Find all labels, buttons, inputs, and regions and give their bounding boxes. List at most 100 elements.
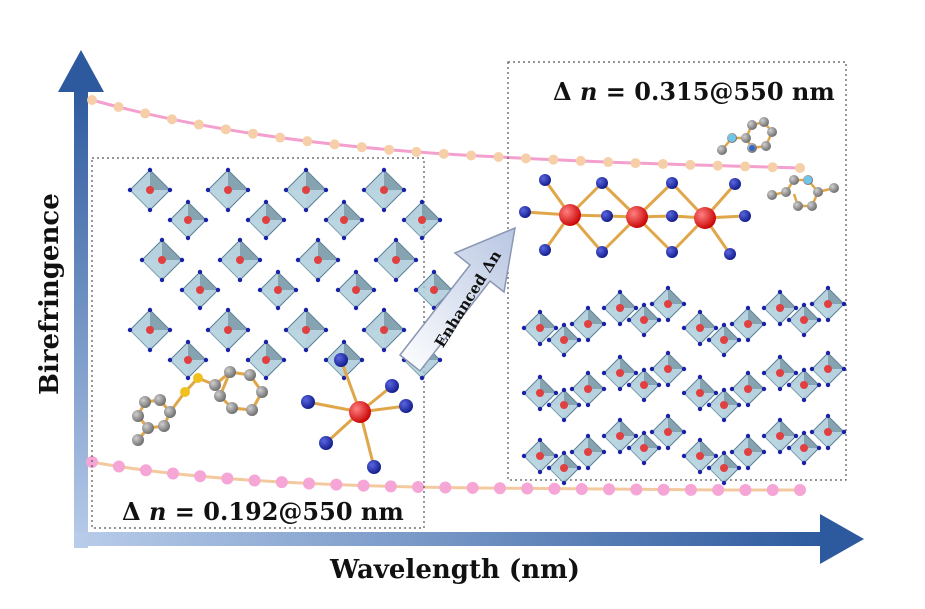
octahedron-unit <box>139 237 185 283</box>
octahedron-unit <box>761 354 799 392</box>
curve-dot <box>275 476 288 489</box>
octahedron-unit <box>245 339 287 381</box>
y-axis-label: Birefringence <box>35 193 65 395</box>
curve-dot <box>712 483 725 496</box>
curve-dot <box>303 477 316 490</box>
curve-dot <box>356 142 367 153</box>
curve-dot <box>87 95 97 105</box>
right-organic-molecules <box>717 117 839 211</box>
curve-dot <box>767 162 778 173</box>
curve-dot <box>438 148 449 159</box>
octahedron-unit <box>283 307 329 353</box>
octahedron-unit <box>786 367 822 403</box>
curve-dot <box>247 128 258 139</box>
octahedron-unit <box>401 199 443 241</box>
right-layered-framework <box>521 285 847 486</box>
birefringence-value-right: Δ n = 0.315@550 nm <box>553 77 835 106</box>
curve-dot <box>357 479 370 492</box>
octahedron-unit <box>546 450 582 486</box>
octahedron-unit <box>546 387 582 423</box>
curve-dot <box>712 160 723 171</box>
octahedron-unit <box>626 302 662 338</box>
octahedron-unit <box>521 437 559 475</box>
n-variable: n <box>148 497 167 526</box>
octahedron-unit <box>569 370 607 408</box>
value-text: = 0.315@550 nm <box>605 77 835 106</box>
octahedron-unit <box>601 417 639 455</box>
curve-dot <box>575 483 588 496</box>
curve-dot <box>166 114 177 125</box>
curve-dot <box>575 155 586 166</box>
octahedron-unit <box>127 307 173 353</box>
curve-dot <box>411 146 422 157</box>
octahedron-unit <box>373 237 419 283</box>
curve-dot <box>795 163 805 173</box>
left-metal-octahedron <box>301 353 413 474</box>
curve-dot <box>740 161 751 172</box>
curve-dot <box>520 153 531 164</box>
octahedron-unit <box>569 305 607 343</box>
curve-dot <box>466 150 477 161</box>
curve-dot <box>630 483 643 496</box>
curve-dot <box>194 470 207 483</box>
octahedron-unit <box>729 433 767 471</box>
curve-dot <box>384 144 395 155</box>
octahedron-unit <box>335 269 377 311</box>
birefringence-value-left: Δ n = 0.192@550 nm <box>122 497 404 526</box>
octahedron-unit <box>729 370 767 408</box>
curve-dot <box>329 139 340 150</box>
curve-dot <box>112 460 125 473</box>
octahedron-unit <box>546 322 582 358</box>
octahedron-unit <box>601 354 639 392</box>
right-structure-panel <box>507 61 847 481</box>
curve-dot <box>140 108 151 119</box>
curve-dot <box>412 481 425 494</box>
curve-dot <box>248 474 261 487</box>
octahedron-unit <box>127 167 173 213</box>
curve-dot <box>439 481 452 494</box>
octahedron-unit <box>706 450 742 486</box>
curve-dot <box>548 482 561 495</box>
curve-dot <box>766 483 779 496</box>
x-axis-label: Wavelength (nm) <box>330 555 580 585</box>
octahedron-unit <box>729 305 767 343</box>
curve-dot <box>794 484 806 496</box>
octahedron-unit <box>569 433 607 471</box>
curve-dot <box>630 158 641 169</box>
octahedron-unit <box>167 199 209 241</box>
octahedron-unit <box>626 430 662 466</box>
upper-dispersion-curve <box>87 95 805 173</box>
octahedron-unit <box>786 430 822 466</box>
value-text: = 0.192@550 nm <box>174 497 404 526</box>
curve-dot <box>739 483 752 496</box>
left-organic-molecule <box>132 366 268 446</box>
x-axis <box>74 514 864 564</box>
curve-dot <box>302 136 313 147</box>
curve-dot <box>193 119 204 130</box>
curve-dot <box>167 467 180 480</box>
curve-dot <box>657 483 670 496</box>
curve-dot <box>139 464 152 477</box>
delta-symbol: Δ <box>122 497 141 526</box>
octahedron-unit <box>809 413 847 451</box>
octahedron-unit <box>217 237 263 283</box>
curve-dot <box>521 482 534 495</box>
octahedron-unit <box>361 167 407 213</box>
octahedron-unit <box>809 350 847 388</box>
curve-dot <box>684 483 697 496</box>
curve-dot <box>113 102 124 113</box>
octahedron-unit <box>761 289 799 327</box>
octahedron-unit <box>521 374 559 412</box>
octahedron-unit <box>681 374 719 412</box>
curve-dot <box>548 154 559 165</box>
octahedron-unit <box>649 285 687 323</box>
curve-dot <box>384 480 397 493</box>
octahedron-unit <box>245 199 287 241</box>
curve-dot <box>466 481 479 494</box>
octahedron-unit <box>205 307 251 353</box>
curve-dot <box>221 472 234 485</box>
octahedron-unit <box>626 367 662 403</box>
octahedron-unit <box>361 307 407 353</box>
octahedron-unit <box>521 309 559 347</box>
